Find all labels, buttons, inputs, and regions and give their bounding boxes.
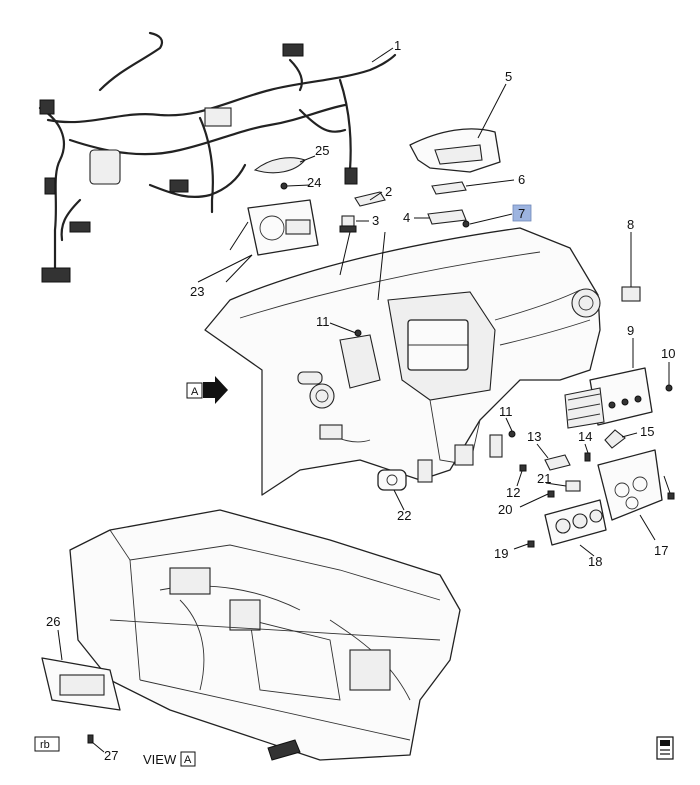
switch-21 xyxy=(565,480,581,492)
callout-20: 20 xyxy=(498,502,512,517)
callout-labels: 1 2 3 4 5 6 7 8 9 10 11 11 12 13 14 15 1… xyxy=(46,38,675,763)
rb-tag: rb xyxy=(34,736,60,752)
callout-12: 12 xyxy=(506,485,520,500)
bracket-4 xyxy=(427,209,467,225)
screw-14 xyxy=(584,452,591,462)
callout-4: 4 xyxy=(403,210,410,225)
ignition-switch-22 xyxy=(377,469,407,491)
callout-8: 8 xyxy=(627,217,634,232)
bracket-13 xyxy=(544,454,571,471)
trim-bezel-5 xyxy=(409,128,501,173)
callout-3: 3 xyxy=(372,213,379,228)
view-a-label: VIEW A xyxy=(143,751,196,767)
callout-22: 22 xyxy=(397,508,411,523)
wiring-harness xyxy=(38,31,397,283)
screw-24 xyxy=(280,182,288,190)
callout-21: 21 xyxy=(537,471,551,486)
bracket-6 xyxy=(431,181,467,195)
callout-27: 27 xyxy=(104,748,118,763)
clip-11-lower xyxy=(508,430,516,438)
view-label-letter: A xyxy=(184,754,192,766)
callout-7: 7 xyxy=(518,206,525,221)
module-26 xyxy=(41,657,121,711)
screw-7 xyxy=(462,220,470,228)
switch-8 xyxy=(621,286,641,302)
screw-10 xyxy=(665,384,673,392)
screw-20 xyxy=(547,490,555,498)
callout-5: 5 xyxy=(505,69,512,84)
view-label-prefix: VIEW xyxy=(143,752,177,767)
callout-19: 19 xyxy=(494,546,508,561)
instrument-panel xyxy=(204,227,601,496)
callout-26: 26 xyxy=(46,614,60,629)
callout-23: 23 xyxy=(190,284,204,299)
radio-unit-9 xyxy=(564,367,653,429)
callout-9: 9 xyxy=(627,323,634,338)
callout-11-lower: 11 xyxy=(499,404,513,419)
screw-16 xyxy=(667,492,675,500)
view-a-marker-letter: A xyxy=(191,386,199,398)
view-a-panel xyxy=(69,509,461,761)
cluster-trim-25 xyxy=(253,157,306,174)
screw-27 xyxy=(87,734,94,744)
callout-18: 18 xyxy=(588,554,602,569)
callout-1: 1 xyxy=(394,38,401,53)
instrument-cluster-23 xyxy=(247,199,319,256)
callout-17: 17 xyxy=(654,543,668,558)
service-manual-book-icon xyxy=(656,736,674,760)
callout-14: 14 xyxy=(578,429,592,444)
callout-2: 2 xyxy=(385,184,392,199)
rb-tag-text: rb xyxy=(40,739,50,751)
callout-13: 13 xyxy=(527,429,541,444)
trim-plate-17 xyxy=(597,449,663,521)
callout-7-highlight: 7 xyxy=(512,204,532,222)
callout-11-upper: 11 xyxy=(316,314,330,329)
view-a-marker: A xyxy=(186,376,228,404)
callout-6: 6 xyxy=(518,172,525,187)
hvac-control-18 xyxy=(544,499,607,546)
bracket-15 xyxy=(604,429,626,449)
callout-10: 10 xyxy=(661,346,675,361)
clip-3 xyxy=(339,215,357,233)
callout-24: 24 xyxy=(307,175,321,190)
callout-25: 25 xyxy=(315,143,329,158)
callout-15: 15 xyxy=(640,424,654,439)
leader-lines xyxy=(57,47,671,753)
screw-19 xyxy=(527,540,535,548)
screw-12 xyxy=(519,464,527,472)
bracket-2 xyxy=(354,191,386,207)
